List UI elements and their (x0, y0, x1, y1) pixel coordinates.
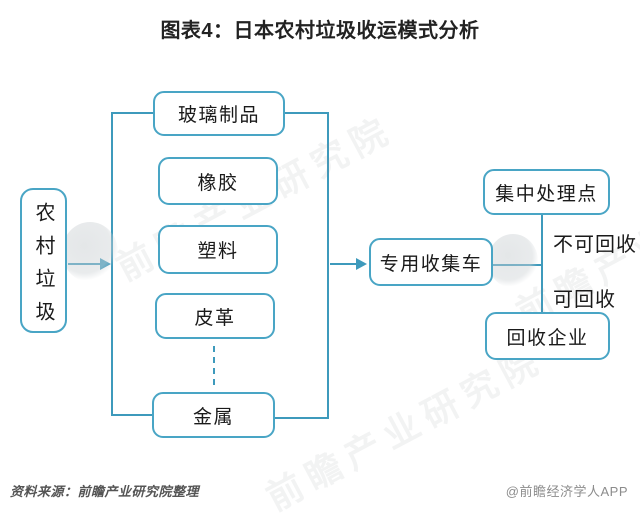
node-rural-waste-label: 农村垃圾 (32, 201, 54, 334)
node-leather-label: 皮革 (194, 307, 236, 329)
node-leather: 皮革 (155, 293, 275, 339)
node-rural-waste: 农村垃圾 (20, 188, 67, 334)
arrow-source-head (100, 258, 111, 270)
node-central-processing-label: 集中处理点 (495, 183, 598, 205)
chart-title: 图表4：日本农村垃圾收运模式分析 (160, 20, 480, 42)
node-glass-label: 玻璃制品 (177, 105, 260, 126)
globe-watermark (488, 234, 538, 288)
node-metal: 金属 (152, 392, 275, 438)
brand-note: @前瞻经济学人APP (505, 484, 628, 499)
node-recycling-enterprise-label: 回收企业 (506, 327, 589, 349)
node-metal-label: 金属 (192, 406, 234, 428)
source-note: 资料来源：前瞻产业研究院整理 (10, 484, 200, 499)
node-collection-vehicle: 专用收集车 (369, 238, 493, 286)
bracket-left-line (111, 112, 153, 416)
node-central-processing: 集中处理点 (483, 169, 610, 215)
node-rubber-label: 橡胶 (197, 172, 239, 194)
node-plastic: 塑料 (158, 225, 278, 274)
split-connector-line (493, 215, 543, 312)
node-collection-vehicle-label: 专用收集车 (379, 253, 483, 275)
bracket-right-line (275, 112, 329, 419)
label-recyclable: 可回收 (553, 289, 616, 311)
node-rubber: 橡胶 (158, 157, 278, 205)
arrow-collector-head (356, 258, 367, 270)
label-non-recyclable: 不可回收 (553, 234, 637, 256)
node-glass: 玻璃制品 (153, 91, 285, 136)
globe-watermark (62, 222, 118, 282)
node-plastic-label: 塑料 (197, 241, 239, 262)
node-recycling-enterprise: 回收企业 (485, 312, 610, 360)
